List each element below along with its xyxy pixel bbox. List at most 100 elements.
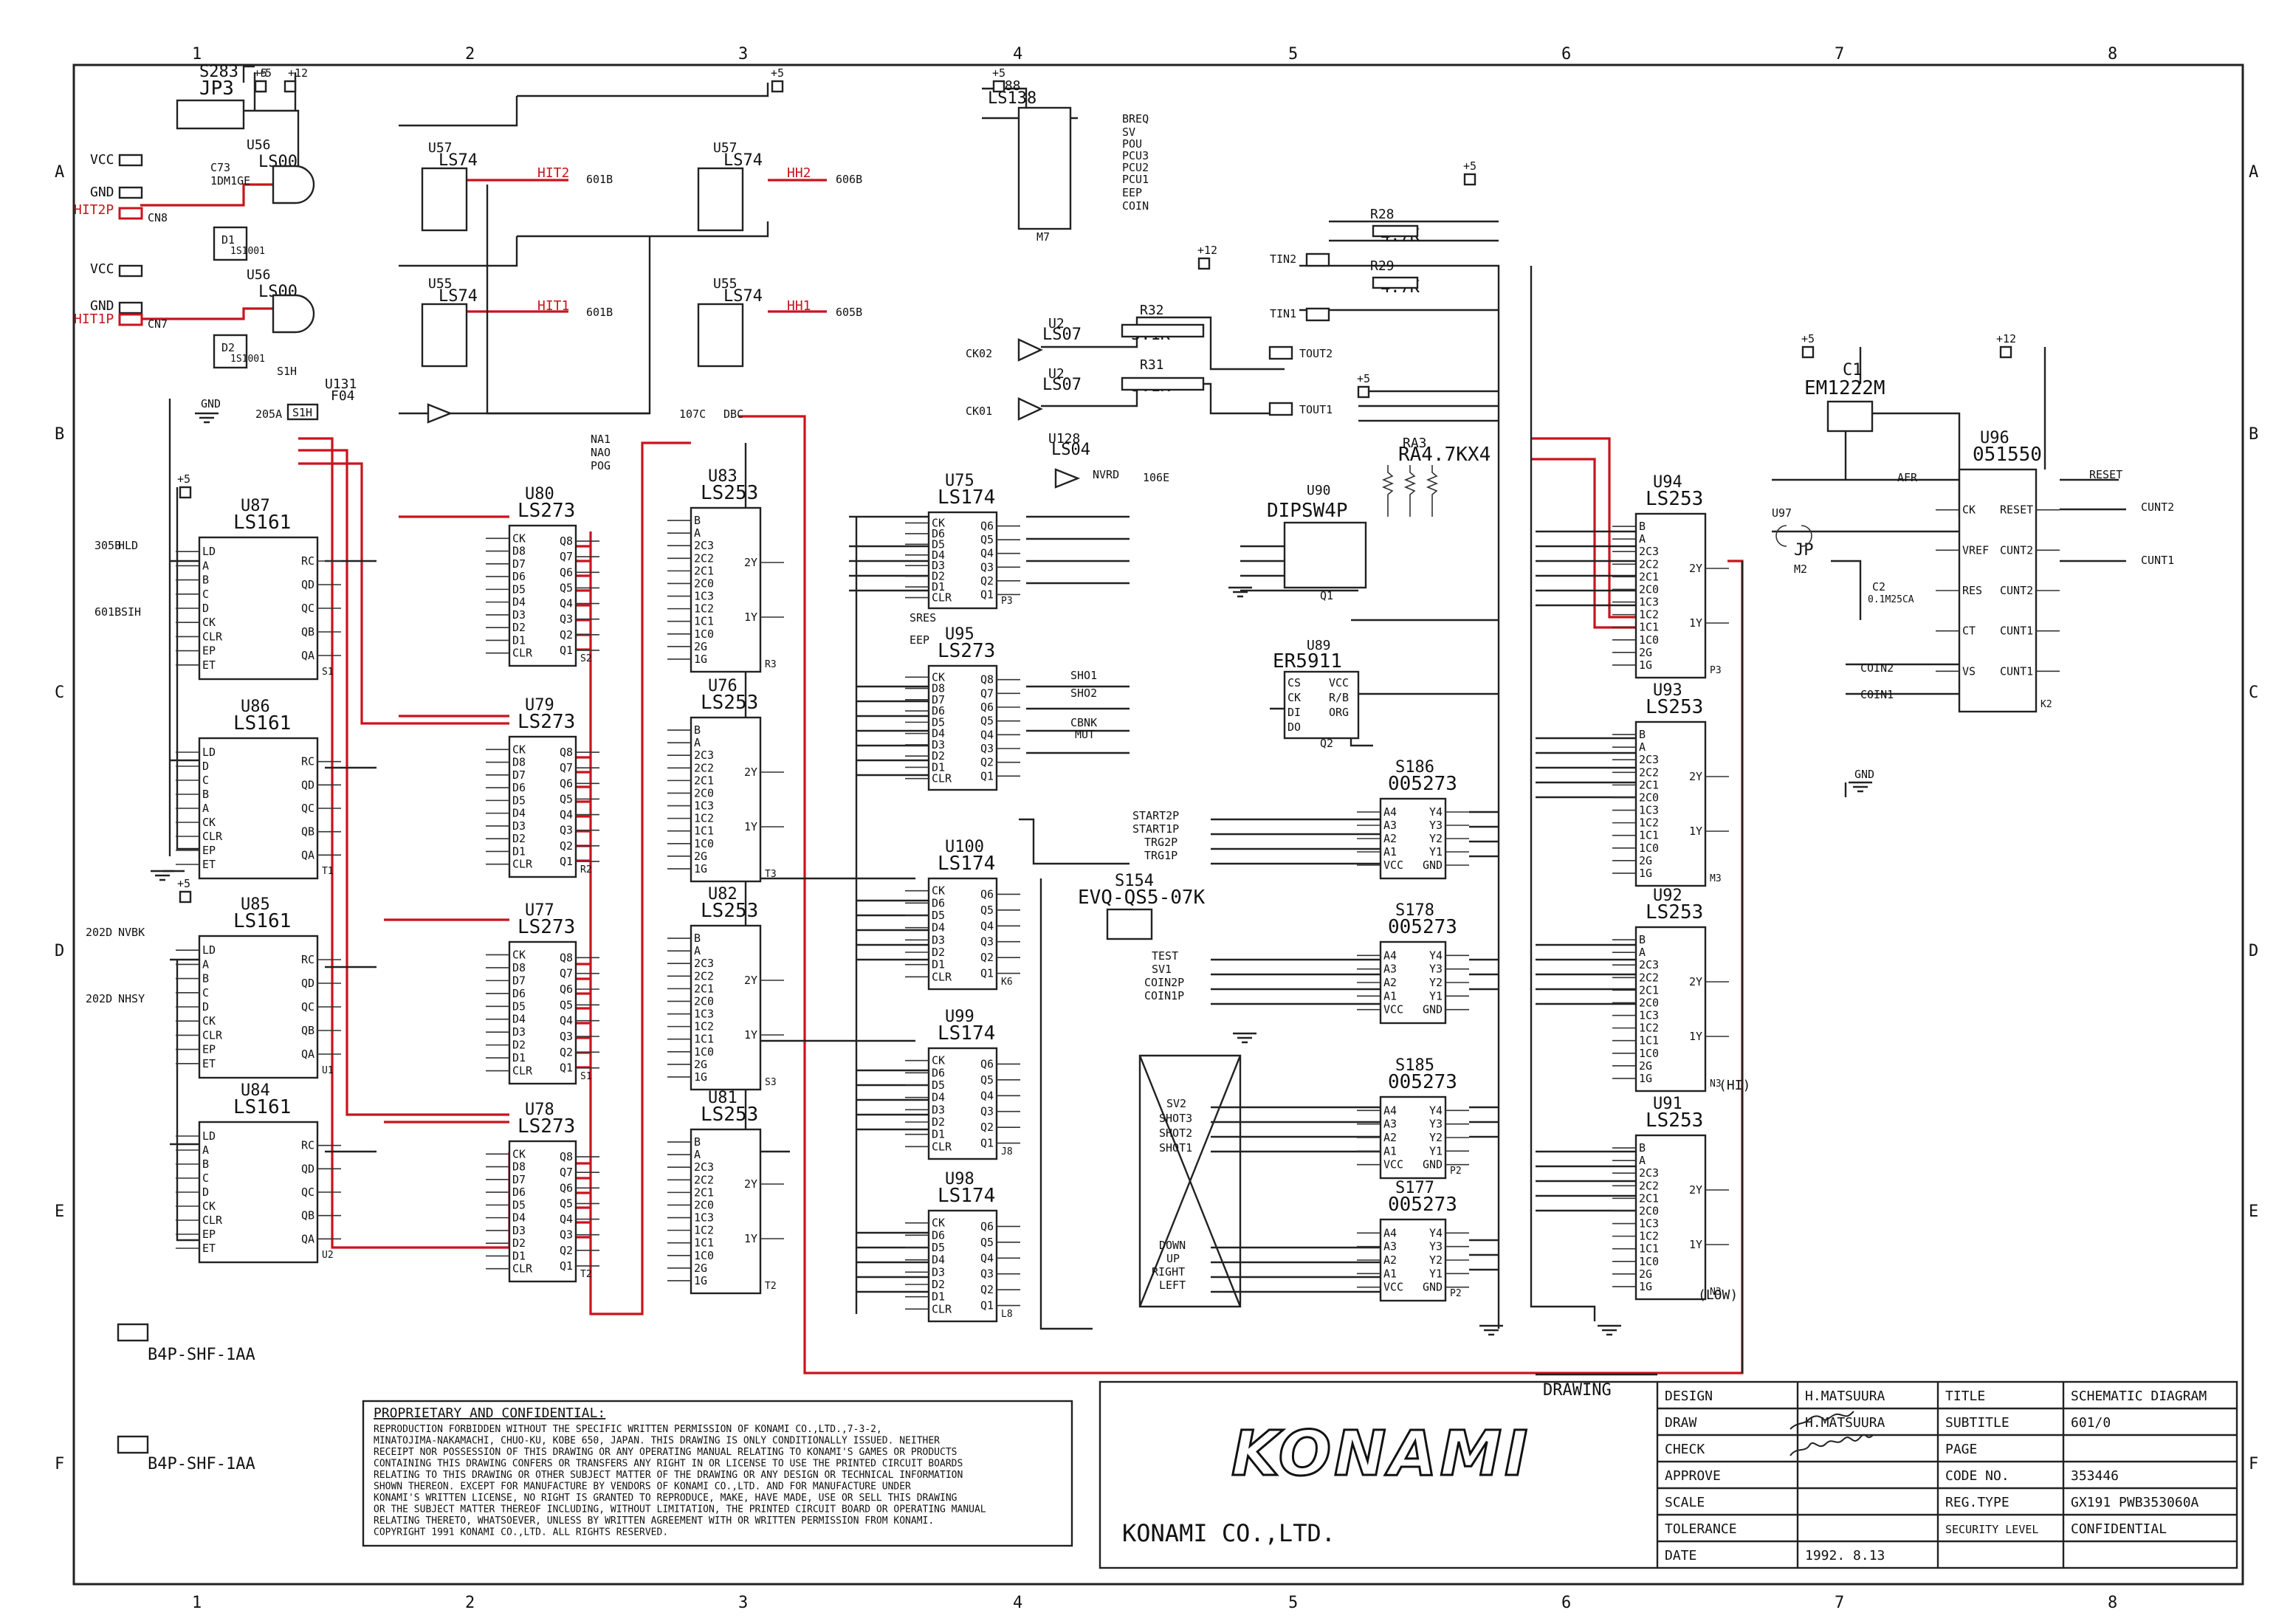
pin-label: 2C2 <box>694 969 714 983</box>
ic-type: LS273 <box>518 711 575 733</box>
wire <box>1329 220 1499 242</box>
pin-label: Q6 <box>980 701 994 714</box>
switch-s154 <box>1106 908 1153 940</box>
pin-label: D1 <box>932 1128 945 1141</box>
pin-label: Q4 <box>980 1251 994 1265</box>
pin-label: 1C3 <box>1639 596 1659 609</box>
pin-label: Q7 <box>560 550 573 563</box>
pin-label: QD <box>301 578 314 591</box>
label-rb: R/B <box>1329 691 1349 704</box>
pin-label: 1C1 <box>694 1236 714 1250</box>
pin-label: D6 <box>512 781 526 794</box>
wire <box>242 65 300 185</box>
label-pcu2: PCU2 <box>1122 161 1149 174</box>
pin-label: 1G <box>1639 1072 1652 1085</box>
pin-label: D4 <box>932 1253 945 1267</box>
pin-label: A4 <box>1383 805 1397 819</box>
ic-ref: U82 <box>708 885 738 904</box>
power-tap <box>179 890 192 904</box>
wire <box>1358 390 1499 422</box>
label-nhsy: NHSY <box>118 992 145 1005</box>
pin-label: Q7 <box>560 1166 573 1179</box>
ground-symbol <box>1233 1032 1256 1044</box>
tb-value: 1992. 8.13 <box>1805 1548 1885 1563</box>
pin-label: Q4 <box>980 728 994 741</box>
pin-label: RES <box>1962 584 1982 597</box>
pin-label: 1C0 <box>1639 1047 1659 1060</box>
pin-label: QB <box>301 625 314 639</box>
label-ck02: CK02 <box>966 347 992 360</box>
notice-line: REPRODUCTION FORBIDDEN WITHOUT THE SPECI… <box>374 1424 882 1435</box>
pin-label: D3 <box>932 1103 945 1116</box>
pin-label: D2 <box>512 832 526 845</box>
pin-label: 1Y <box>744 1028 757 1042</box>
pin-label: Q6 <box>560 983 573 996</box>
wire <box>856 1069 929 1131</box>
pin-label: 1G <box>694 1070 707 1084</box>
pin-label: 1Y <box>1689 1030 1702 1043</box>
pin-label: C <box>202 986 209 999</box>
ic-location: T2 <box>580 1269 592 1280</box>
pin-label: QB <box>301 825 314 839</box>
label-cn8: CN8 <box>148 211 168 224</box>
pin-label: QA <box>301 649 314 662</box>
pin-label: Q2 <box>560 839 573 853</box>
pin-label: 2C1 <box>1639 1191 1659 1205</box>
ic-body <box>508 940 577 1085</box>
company-name: KONAMI CO.,LTD. <box>1122 1519 1335 1547</box>
label-d1v: 1S1001 <box>230 354 265 365</box>
pin-label: A <box>694 736 701 749</box>
pin-label: Y3 <box>1429 963 1443 976</box>
pin-label: RC <box>301 1139 314 1152</box>
wire <box>1536 737 1636 799</box>
pin-label: CT <box>1962 625 1976 638</box>
pin-label: 2Y <box>744 974 757 987</box>
pin-label: 2C2 <box>694 551 714 565</box>
ic-ref: U96 <box>1980 429 2009 447</box>
pin-label: A4 <box>1383 1226 1397 1239</box>
ic-location: M3 <box>1710 873 1722 884</box>
pin-label: Q1 <box>980 769 994 782</box>
label-ls04: LS04 <box>1051 441 1090 459</box>
zone-col-bottom: 8 <box>2108 1594 2117 1612</box>
pin-label: 1G <box>694 1274 707 1287</box>
pin-label: A <box>202 559 209 572</box>
ic-body <box>1634 926 1707 1093</box>
pin-label: Q5 <box>560 1197 573 1210</box>
label-cn7: CN7 <box>148 317 168 331</box>
ic-type: LS253 <box>1646 696 1703 718</box>
ic-type: LS174 <box>938 486 995 509</box>
label-n106e: 106E <box>1143 471 1169 484</box>
label-u55b: U55 <box>713 276 738 292</box>
pin-label: D3 <box>512 608 526 622</box>
label-ck: CK <box>1287 691 1301 704</box>
label-down: DOWN <box>1159 1239 1186 1252</box>
pin-label: D5 <box>512 999 526 1013</box>
pin-label: D5 <box>932 715 945 729</box>
label-plus5: +5 <box>1463 159 1476 173</box>
pin-label: A3 <box>1383 1118 1397 1131</box>
pin-label: VCC <box>1383 1281 1403 1294</box>
ic-body <box>690 506 762 673</box>
wire <box>1041 316 1285 371</box>
ic-body <box>927 877 998 991</box>
tb-value: H.MATSUURA <box>1805 1415 1885 1431</box>
pin-label: A1 <box>1383 1267 1397 1280</box>
inverter-u128 <box>1054 468 1081 489</box>
pin-label: 2C0 <box>1639 791 1659 804</box>
zone-col-top: 1 <box>192 45 202 63</box>
ic-body <box>927 664 998 791</box>
pin-label: QA <box>301 1047 314 1061</box>
pin-label: A1 <box>1383 845 1397 859</box>
ic-u77: U77LS273CKD8D7D6D5D4D3D2D1CLRQ8Q7Q6Q5Q4Q… <box>486 901 599 1085</box>
pin-label: EP <box>202 1043 216 1056</box>
ic-type: 005273 <box>1388 1194 1457 1216</box>
pin-label: 1C1 <box>1639 621 1659 634</box>
ic-body <box>198 737 319 880</box>
pin-label: 2C0 <box>1639 582 1659 596</box>
pin-label: CK <box>512 531 526 545</box>
pin-label: LD <box>202 545 216 558</box>
pin-label: B <box>694 723 701 737</box>
